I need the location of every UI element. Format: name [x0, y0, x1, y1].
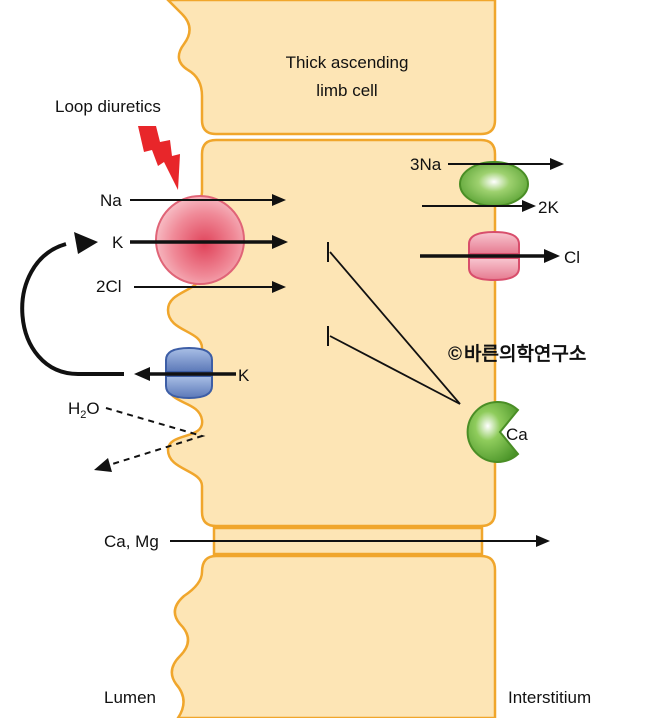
lumen-label: Lumen [104, 688, 156, 707]
paracellular-label: Ca, Mg [104, 532, 159, 551]
water-arrowhead [94, 458, 112, 472]
casr-inhibit-line-1 [329, 251, 461, 405]
water-label: H2O [68, 399, 100, 421]
casr-receptor [466, 401, 520, 463]
clc-arrowhead [544, 249, 560, 263]
k-label: K [112, 233, 124, 252]
clc-label: Cl [564, 248, 580, 267]
water-dashed-path [105, 407, 206, 467]
lower-cell [170, 554, 497, 718]
loop-diuretics-label: Loop diuretics [55, 97, 161, 116]
romk-channel [165, 346, 213, 400]
na-k-atpase-pump [459, 161, 529, 207]
na-label: Na [100, 191, 122, 210]
cl2-arrowhead [272, 281, 286, 293]
interstitium-label: Interstitium [508, 688, 591, 707]
casr-inhibit-line-2 [329, 335, 461, 405]
k-recycling-arrow [20, 242, 124, 376]
k-arrowhead [272, 235, 288, 249]
nkcc2-cotransporter [155, 195, 245, 285]
upper-cell [166, 0, 497, 136]
clc-channel [468, 230, 520, 282]
cell-title-line1: Thick ascending [286, 53, 409, 72]
casr-label: Ca [506, 425, 528, 444]
lightning-icon [138, 126, 180, 190]
paracellular-arrowhead [536, 535, 550, 547]
cell-title-line2: limb cell [316, 81, 377, 100]
k-recycling-arrowhead [74, 232, 98, 254]
main-cell [166, 138, 497, 528]
pump-na-arrowhead [550, 158, 564, 170]
romk-k-arrowhead [134, 367, 150, 381]
pump-k-label: 2K [538, 198, 559, 217]
na-arrowhead [272, 194, 286, 206]
romk-k-label: K [238, 366, 250, 385]
pump-na-label: 3Na [410, 155, 442, 174]
pump-k-arrowhead [522, 200, 536, 212]
copyright-watermark: ©바른의학연구소 [448, 343, 586, 365]
cl2-label: 2Cl [96, 277, 122, 296]
